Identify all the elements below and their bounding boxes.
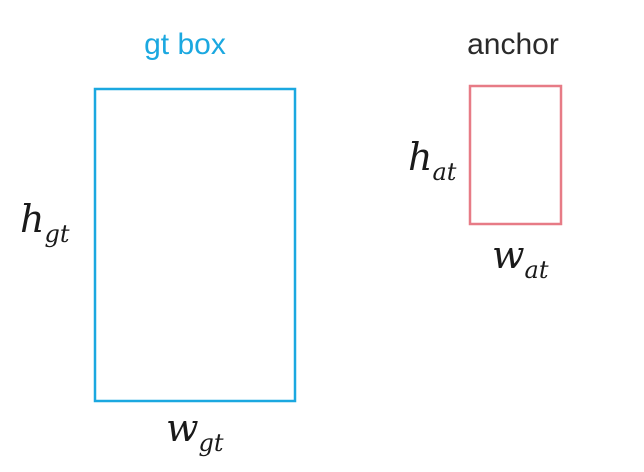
gt-width-symbol: w xyxy=(166,406,199,450)
anchor-height-label: hat xyxy=(408,135,457,186)
anchor-title: anchor xyxy=(467,28,559,61)
gt-width-label: wgt xyxy=(166,406,224,457)
anchor-box-rect xyxy=(468,84,563,226)
anchor-width-label: wat xyxy=(492,233,549,284)
anchor-box-group: anchor hat wat xyxy=(408,28,563,284)
anchor-width-symbol: w xyxy=(492,233,525,277)
gt-box-rect xyxy=(93,87,297,403)
anchor-height-subscript: at xyxy=(432,158,456,186)
gt-box-title: gt box xyxy=(144,28,226,61)
anchor-width-subscript: at xyxy=(525,256,549,284)
gt-height-symbol: h xyxy=(20,197,44,241)
gt-height-label: hgt xyxy=(20,197,70,248)
gt-box-group: gt box hgt wgt xyxy=(20,28,297,457)
anchor-height-symbol: h xyxy=(408,135,432,179)
gt-height-subscript: gt xyxy=(44,220,69,248)
gt-width-subscript: gt xyxy=(199,429,224,457)
